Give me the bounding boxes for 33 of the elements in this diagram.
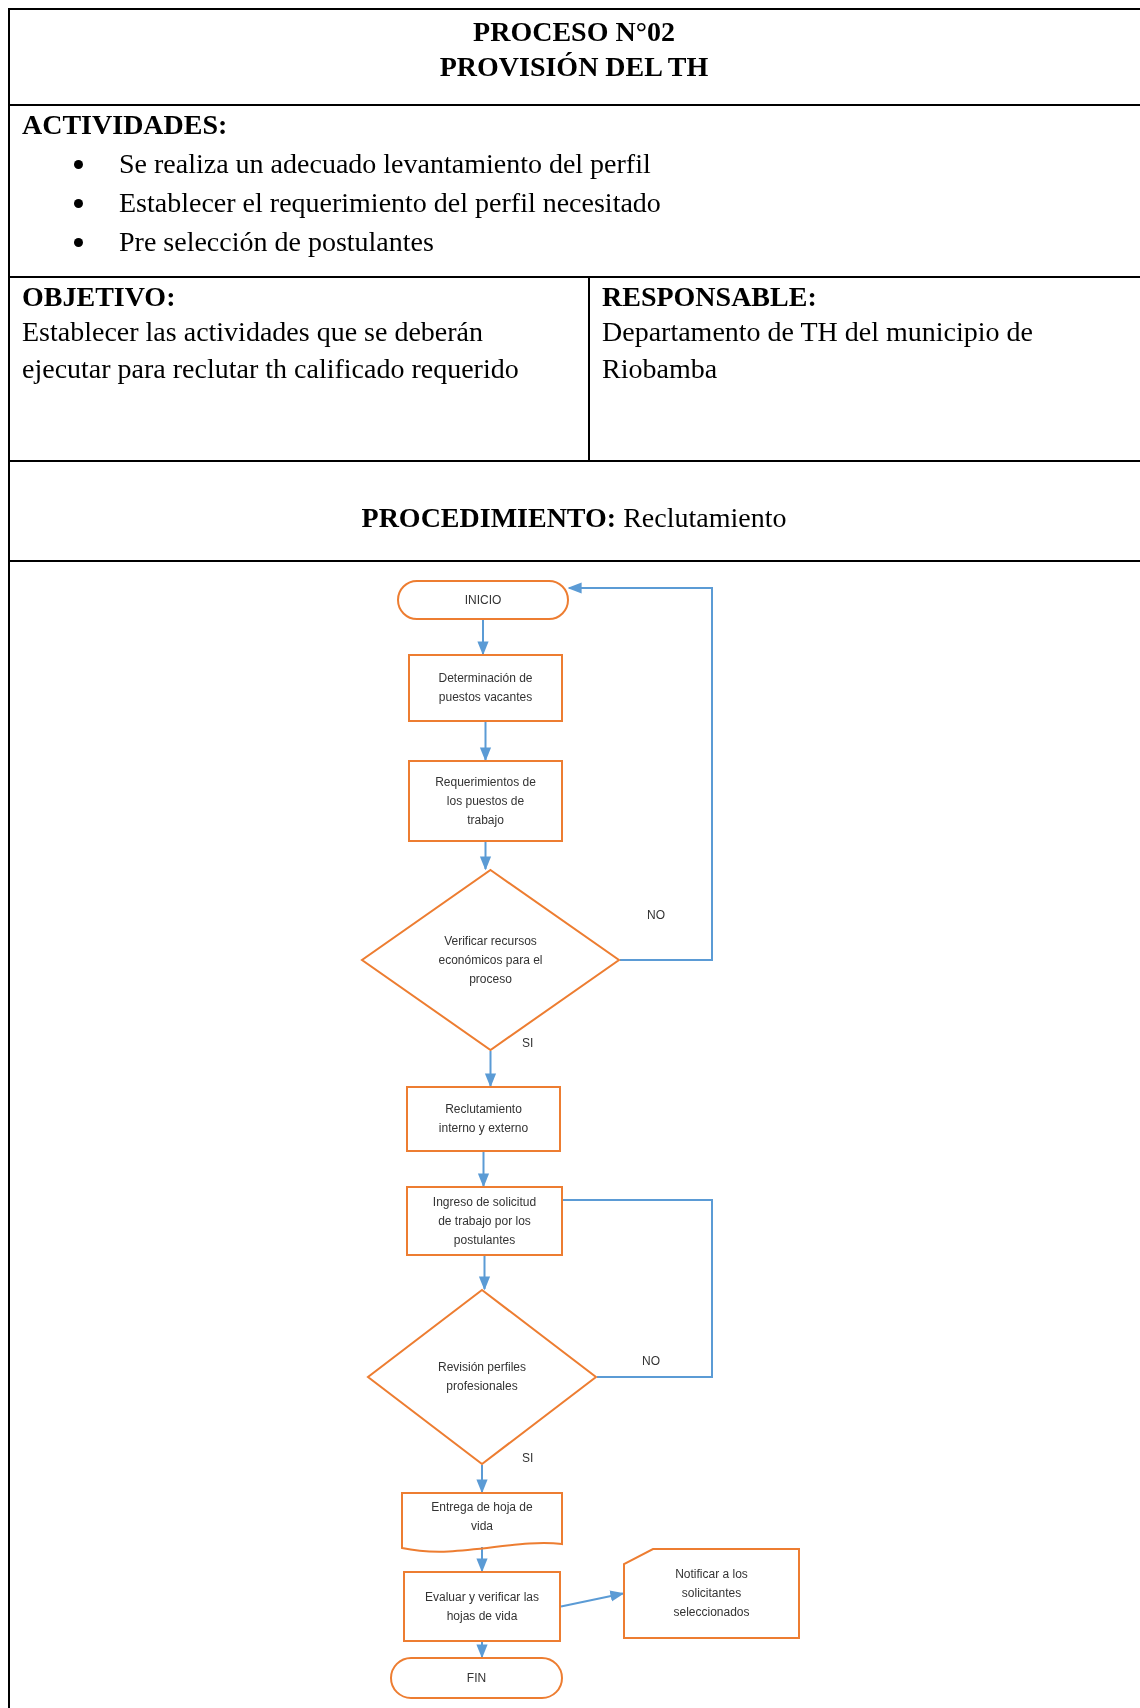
arrow bbox=[476, 1641, 488, 1659]
list-item: Establecer el requerimiento del perfil necesitado bbox=[119, 186, 662, 220]
card-shape: Notificar a los solicitantes seleccionados bbox=[623, 1548, 800, 1639]
responsible-text: Departamento de TH del municipio de Riobamba bbox=[602, 315, 1035, 386]
edge-label: NO bbox=[640, 1354, 662, 1368]
connector-line bbox=[562, 1199, 713, 1378]
edge-label: SI bbox=[520, 1036, 536, 1050]
section-heading: RESPONSABLE: bbox=[602, 280, 818, 314]
process-box: Evaluar y verificar las hojas de vida bbox=[403, 1571, 561, 1642]
arrow bbox=[567, 582, 713, 961]
title: PROCESO N°02 PROVISIÓN DEL TH bbox=[438, 15, 710, 84]
section-heading: OBJETIVO: bbox=[22, 280, 177, 314]
list-item: Pre selección de postulantes bbox=[119, 225, 435, 259]
edge-label: NO bbox=[645, 908, 667, 922]
process-box: Requerimientos de los puestos de trabajo bbox=[408, 760, 563, 842]
arrow bbox=[560, 1590, 625, 1608]
arrow bbox=[477, 619, 489, 656]
process-box: Ingreso de solicitud de trabajo por los postulantes bbox=[406, 1186, 563, 1256]
arrow bbox=[479, 721, 492, 762]
arrow bbox=[476, 1546, 488, 1573]
objective-text: Establecer las actividades que se deberán ejecutar para reclutar th calificado requerido bbox=[22, 315, 520, 386]
edge-label: SI bbox=[520, 1451, 536, 1465]
procedure-heading: PROCEDIMIENTO: Reclutamiento bbox=[360, 501, 788, 535]
section-heading: ACTIVIDADES: bbox=[22, 108, 229, 142]
arrow bbox=[484, 1050, 497, 1088]
arrow bbox=[479, 841, 492, 871]
arrow bbox=[478, 1255, 491, 1291]
arrow bbox=[476, 1464, 488, 1494]
document-shape: Entrega de hoja de vida bbox=[401, 1492, 563, 1554]
process-box: Determinación de puestos vacantes bbox=[408, 654, 563, 722]
list-item: Se realiza un adecuado levantamiento del perfil bbox=[119, 147, 652, 181]
process-box: Reclutamiento interno y externo bbox=[406, 1086, 561, 1152]
arrow bbox=[477, 1151, 490, 1188]
